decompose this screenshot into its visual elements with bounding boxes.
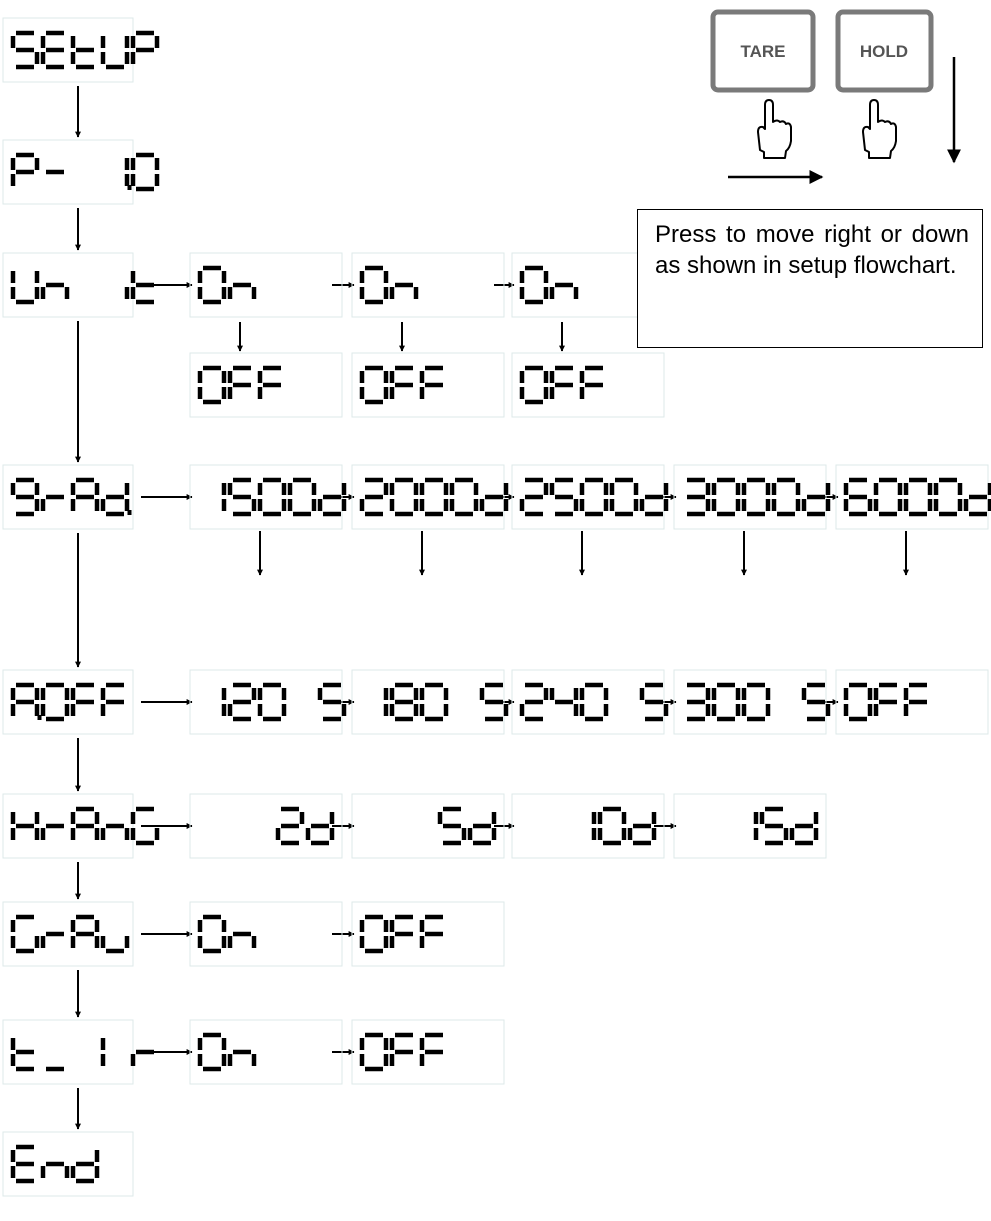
decimal-point xyxy=(127,185,132,190)
menu-end xyxy=(2,1131,134,1197)
option-tlr-0-text xyxy=(197,1032,257,1072)
option-hrang-2-text xyxy=(591,806,657,846)
menu-end-text xyxy=(10,1144,100,1184)
sub-option-unit-0 xyxy=(189,352,343,418)
option-hrang-0 xyxy=(189,793,343,859)
option-aoff-1 xyxy=(351,669,509,735)
option-grau-1 xyxy=(351,901,505,967)
decimal-point xyxy=(37,715,42,720)
option-grad-2-text xyxy=(519,477,669,517)
option-unit-0 xyxy=(189,252,343,318)
option-tlr-1 xyxy=(351,1019,505,1085)
menu-hrang xyxy=(2,793,160,859)
sub-option-unit-2 xyxy=(511,352,665,418)
menu-setup xyxy=(2,17,160,83)
option-aoff-4-text xyxy=(843,682,927,722)
hold-button[interactable]: HOLD xyxy=(835,9,934,93)
tare-button[interactable]: TARE xyxy=(710,9,816,93)
option-grad-2 xyxy=(511,464,669,530)
hand-pointer-icon xyxy=(862,99,897,159)
instruction-note: Press to move right or down as shown in … xyxy=(637,209,983,348)
option-grad-4 xyxy=(835,464,991,530)
decimal-point xyxy=(127,510,132,515)
option-unit-2 xyxy=(511,252,665,318)
option-grad-0 xyxy=(189,464,347,530)
menu-hrang-text xyxy=(10,806,160,846)
menu-aoff xyxy=(2,669,134,735)
option-aoff-0 xyxy=(189,669,347,735)
option-grau-1-text xyxy=(359,914,443,954)
option-aoff-2 xyxy=(511,669,669,735)
menu-grad xyxy=(2,464,134,530)
option-grad-3 xyxy=(673,464,831,530)
option-aoff-1-text xyxy=(383,682,509,722)
menu-grad-text xyxy=(10,477,132,517)
option-grau-0 xyxy=(189,901,343,967)
tare-button-label: TARE xyxy=(740,42,785,61)
option-hrang-2 xyxy=(511,793,665,859)
option-grad-1 xyxy=(351,464,509,530)
sub-option-unit-1 xyxy=(351,352,505,418)
menu-tlr xyxy=(2,1019,154,1085)
option-unit-1 xyxy=(351,252,505,318)
menu-grau xyxy=(2,901,134,967)
option-grad-4-text xyxy=(843,477,991,517)
option-aoff-0-text xyxy=(221,682,347,722)
option-tlr-1-text xyxy=(359,1032,443,1072)
hand-pointer-icon xyxy=(757,99,792,159)
option-tlr-0 xyxy=(189,1019,343,1085)
menu-tlr-text xyxy=(10,1038,154,1072)
sub-option-unit-2-text xyxy=(519,365,603,405)
option-grad-0-text xyxy=(221,477,347,517)
option-hrang-3-text xyxy=(753,806,819,846)
option-hrang-3 xyxy=(673,793,827,859)
menu-aoff-text xyxy=(10,682,124,722)
menu-unit-text xyxy=(10,271,154,305)
menu-unit xyxy=(2,252,154,318)
option-hrang-1 xyxy=(351,793,505,859)
lcd-displays xyxy=(2,17,991,1197)
option-hrang-0-text xyxy=(275,806,335,846)
menu-setup-text xyxy=(10,30,160,70)
option-grau-0-text xyxy=(197,914,257,954)
option-aoff-2-text xyxy=(519,682,669,722)
option-unit-0-text xyxy=(197,265,257,305)
option-aoff-4 xyxy=(835,669,989,735)
flow-arrows xyxy=(75,86,909,1130)
menu-p10-text xyxy=(10,152,160,192)
sub-option-unit-1-text xyxy=(359,365,443,405)
menu-grau-text xyxy=(10,914,130,954)
option-grad-3-text xyxy=(687,477,831,517)
menu-p10 xyxy=(2,139,160,205)
option-grad-1-text xyxy=(359,477,509,517)
option-hrang-1-text xyxy=(437,806,497,846)
hold-button-label: HOLD xyxy=(860,42,908,61)
option-unit-1-text xyxy=(359,265,419,305)
option-aoff-3 xyxy=(673,669,831,735)
sub-option-unit-0-text xyxy=(197,365,281,405)
option-unit-2-text xyxy=(519,265,579,305)
option-aoff-3-text xyxy=(687,682,831,722)
